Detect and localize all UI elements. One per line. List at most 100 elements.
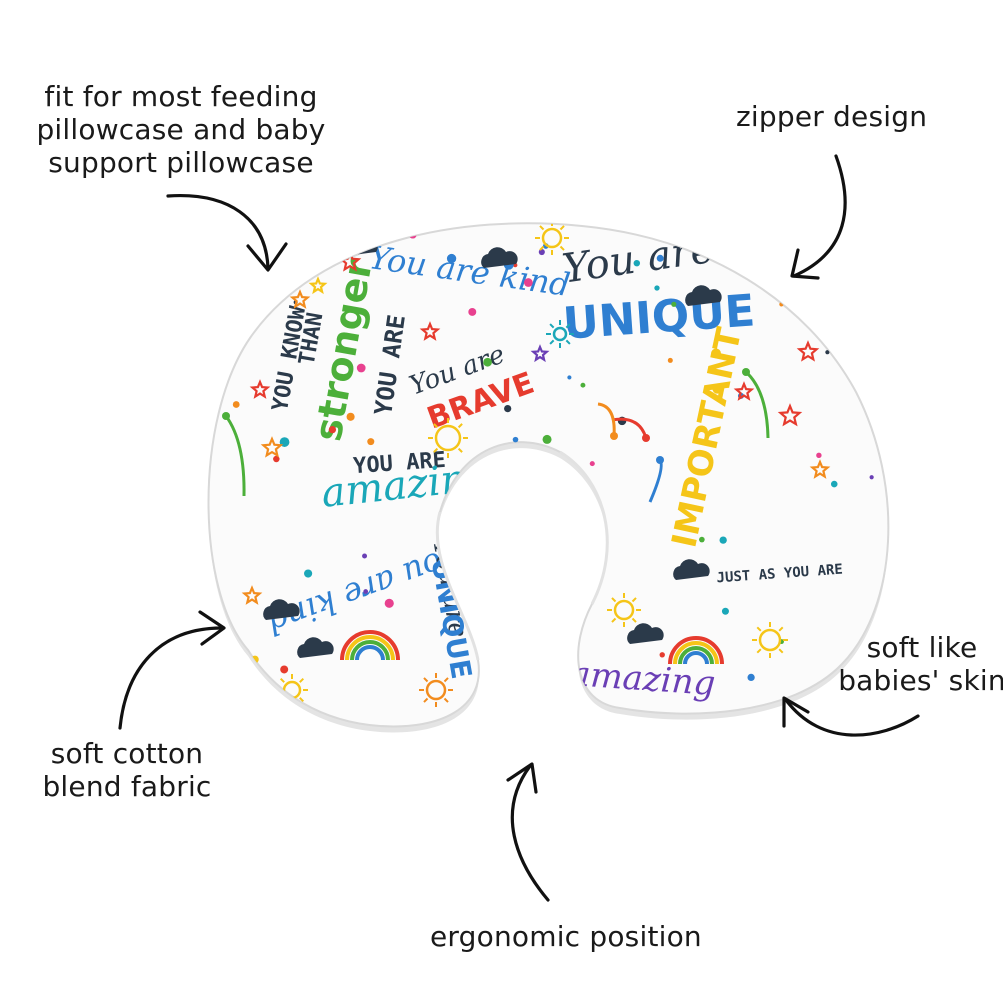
- arrow-zipper: [790, 154, 847, 280]
- pattern-sun-ray: [423, 677, 429, 683]
- pattern-sun-ray: [611, 597, 617, 603]
- callout-soft-like-line-2: babies' skin: [838, 664, 1003, 697]
- pattern-star-icon: [289, 289, 311, 309]
- pattern-sun-ray: [299, 697, 305, 703]
- pattern-rainbow-icon: [683, 651, 709, 665]
- pattern-rainbow-icon: [355, 645, 385, 661]
- pattern-dot: [712, 384, 722, 394]
- pattern-arrow-head: [656, 456, 664, 464]
- callout-fit-line-1: fit for most feeding: [44, 80, 318, 113]
- pattern-dot: [589, 461, 595, 467]
- pattern-sun-ray: [565, 323, 571, 329]
- pattern-sun-ray: [457, 447, 463, 453]
- pattern-dot: [633, 259, 641, 267]
- pattern-sun-ray: [457, 423, 463, 429]
- pattern-dot: [699, 536, 705, 543]
- pattern-sun-ray: [565, 339, 571, 345]
- pattern-sun-icon: [425, 679, 447, 701]
- pattern-dot: [208, 396, 209, 404]
- pattern-dot: [659, 652, 665, 658]
- pattern-dot: [888, 533, 897, 542]
- pattern-cloud-icon: [263, 599, 300, 620]
- pattern-dot: [830, 480, 838, 488]
- pattern-sun-ray: [433, 423, 439, 429]
- pattern-sun-icon: [613, 599, 635, 621]
- pattern-dot: [580, 382, 586, 388]
- pattern-sun-icon: [434, 424, 462, 452]
- arrow-soft-cotton: [118, 610, 226, 730]
- pattern-dot: [523, 278, 533, 287]
- pattern-arrow-icon: [224, 415, 246, 497]
- pattern-dot: [346, 412, 355, 421]
- pattern-star-icon: [308, 276, 328, 295]
- pattern-dot: [816, 452, 822, 459]
- pattern-dot: [869, 475, 874, 480]
- pattern-sun-ray: [549, 323, 555, 329]
- pattern-sun-ray: [443, 697, 449, 703]
- pattern-dot: [825, 350, 830, 355]
- pattern-arrow-icon: [744, 370, 770, 439]
- pattern-star-icon: [241, 585, 263, 605]
- pattern-rainbow-icon: [673, 641, 719, 665]
- pattern-cloud-icon: [673, 559, 710, 580]
- pattern-sun-ray: [559, 225, 565, 231]
- pattern-arrow-icon: [597, 402, 616, 437]
- pattern-dot: [540, 498, 546, 503]
- pattern-sun-ray: [778, 626, 784, 632]
- pattern-dot: [384, 598, 394, 608]
- pattern-arrow-head: [742, 368, 750, 376]
- pattern-star-icon: [260, 436, 284, 458]
- pattern-sun-ray: [539, 225, 545, 231]
- pattern-cloud-icon: [481, 247, 518, 268]
- pattern-cloud-icon: [627, 623, 664, 644]
- pattern-dot: [515, 652, 524, 660]
- pattern-rainbow-icon: [340, 630, 400, 661]
- pattern-sun-ray: [549, 339, 555, 345]
- callout-soft-cotton-line-2: blend fabric: [42, 770, 212, 803]
- callout-soft-cotton-line-1: soft cotton: [50, 737, 204, 770]
- pattern-dot: [280, 665, 289, 674]
- pattern-dot: [504, 404, 512, 413]
- pattern-sun-icon: [541, 227, 563, 249]
- arrow-soft-like: [782, 696, 920, 737]
- pattern-dot: [356, 363, 366, 373]
- pattern-dot: [273, 455, 280, 463]
- pattern-dot: [483, 357, 492, 367]
- callout-ergonomic-text: ergonomic position: [430, 920, 702, 953]
- pattern-dot: [538, 248, 545, 256]
- callout-soft-like-line-1: soft like: [866, 631, 978, 664]
- pattern-arrow-head: [610, 432, 618, 440]
- pattern-sun-ray: [611, 617, 617, 623]
- callout-ergonomic-position: ergonomic position: [430, 920, 702, 953]
- pattern-dot: [484, 556, 493, 565]
- callout-zipper-design: zipper design: [736, 100, 927, 133]
- pattern-sun-ray: [778, 648, 784, 654]
- pattern-sun-ray: [423, 697, 429, 703]
- pattern-dot: [208, 594, 210, 602]
- pattern-dot: [506, 657, 515, 666]
- pattern-sun-icon: [758, 628, 782, 652]
- pattern-dot: [545, 669, 554, 678]
- pattern-dot: [567, 375, 572, 380]
- pattern-dot: [468, 307, 477, 316]
- pattern-dot: [516, 698, 526, 709]
- pattern-rainbow-icon: [678, 646, 714, 665]
- pattern-star-icon: [777, 403, 803, 427]
- pattern-dot: [362, 553, 368, 559]
- pattern-sun-ray: [433, 447, 439, 453]
- pattern-dot: [656, 254, 664, 262]
- pattern-sun-ray: [756, 626, 762, 632]
- pattern-cloud-icon: [297, 637, 334, 658]
- pattern-dot: [887, 440, 889, 446]
- pattern-star-icon: [530, 344, 550, 363]
- pattern-dot: [367, 438, 375, 446]
- pattern-sun-ray: [279, 697, 285, 703]
- pattern-dot: [671, 301, 677, 307]
- pattern-sun-ray: [756, 648, 762, 654]
- pattern-sun-ray: [559, 245, 565, 251]
- pattern-dot: [719, 536, 727, 544]
- pattern-dot: [654, 285, 660, 291]
- pattern-rainbow-icon: [350, 640, 390, 661]
